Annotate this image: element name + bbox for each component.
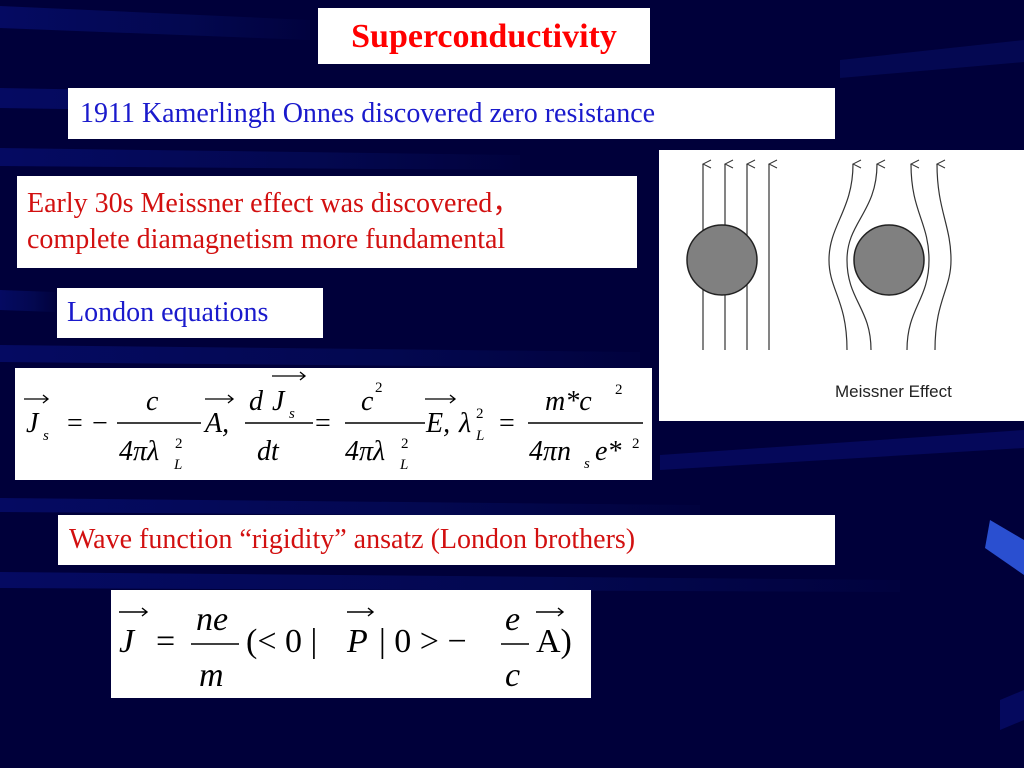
eq-sub-Lc: L <box>475 428 484 444</box>
eq-subscript-s: s <box>43 428 49 444</box>
eq-c2: c <box>361 386 374 417</box>
meissner-diagram <box>686 150 952 351</box>
wave-P: P <box>346 623 368 660</box>
wave-J: J <box>119 623 136 660</box>
eq-subscript-s2: s <box>289 406 295 422</box>
eq-sub-Lb: L <box>399 457 408 473</box>
eq-mstar-c: m*c <box>545 386 592 417</box>
wave-c: c <box>505 657 520 694</box>
superconductor-sphere <box>853 224 925 296</box>
eq-sup-2d: 2 <box>476 406 484 422</box>
onnes-bullet: 1911 Kamerlingh Onnes discovered zero re… <box>80 98 656 129</box>
wave-ne: ne <box>196 601 228 638</box>
wave-ket: | 0 > − <box>379 623 467 660</box>
eq-E: E, <box>425 408 450 439</box>
london-equations-label: London equations <box>67 297 269 328</box>
eq-dt: dt <box>257 436 280 467</box>
eq-minus: − <box>92 408 108 439</box>
eq-4pi-n: 4πn <box>529 436 571 467</box>
meissner-caption: Meissner Effect <box>835 382 952 401</box>
eq-sup-2e: 2 <box>615 382 623 398</box>
eq-d: d <box>249 386 264 417</box>
title-box: Superconductivity <box>318 8 650 64</box>
slide-title: Superconductivity <box>351 18 617 55</box>
eq-A: A, <box>203 408 229 439</box>
eq-sub-L: L <box>173 457 182 473</box>
wave-m: m <box>199 657 224 694</box>
eq-equals2: = <box>315 408 331 439</box>
eq-J2: J <box>272 386 286 417</box>
meissner-figure: Meissner Effect <box>659 150 1024 421</box>
eq-sup-2f: 2 <box>632 436 640 452</box>
normal-conductor-sphere <box>686 224 758 296</box>
eq-sup-2c: 2 <box>401 436 409 452</box>
meissner-bullet-line1: Early 30s Meissner effect was discovered… <box>27 188 521 219</box>
wave-e: e <box>505 601 520 638</box>
eq-subscript-s3: s <box>584 456 590 472</box>
eq-sup-2: 2 <box>175 436 183 452</box>
wave-A: A) <box>536 623 572 660</box>
eq-4pilambda: 4πλ <box>119 436 159 467</box>
eq-estar: e* <box>595 436 621 467</box>
wave-equation-formula: J = ne m (< 0 | P | 0 > − e c A) <box>119 601 572 694</box>
onnes-textbox: 1911 Kamerlingh Onnes discovered zero re… <box>68 88 835 139</box>
eq-lambda: λ <box>458 408 471 439</box>
eq-4pilambda2: 4πλ <box>345 436 385 467</box>
eq-equals: = <box>67 408 83 439</box>
eq-c: c <box>146 386 159 417</box>
wave-equals: = <box>156 623 175 660</box>
field-lines-expelled <box>828 164 952 351</box>
london-equations-formula: J s = − c 4πλ 2 L A, d J s dt = c 2 4πλ … <box>24 371 643 473</box>
meissner-textbox: Early 30s Meissner effect was discovered… <box>17 176 637 268</box>
london-textbox: London equations <box>57 288 323 338</box>
eq-sup-2b: 2 <box>375 380 383 396</box>
meissner-bullet-line2: complete diamagnetism more fundamental <box>27 224 506 255</box>
wave-bra: (< 0 | <box>246 623 317 660</box>
eq-J: J <box>26 408 40 439</box>
wave-textbox: Wave function “rigidity” ansatz (London … <box>58 515 835 565</box>
wave-equation-box: J = ne m (< 0 | P | 0 > − e c A) <box>111 590 591 698</box>
london-equations-box: J s = − c 4πλ 2 L A, d J s dt = c 2 4πλ … <box>15 368 652 480</box>
eq-equals3: = <box>499 408 515 439</box>
wave-rigidity-bullet: Wave function “rigidity” ansatz (London … <box>69 524 636 555</box>
